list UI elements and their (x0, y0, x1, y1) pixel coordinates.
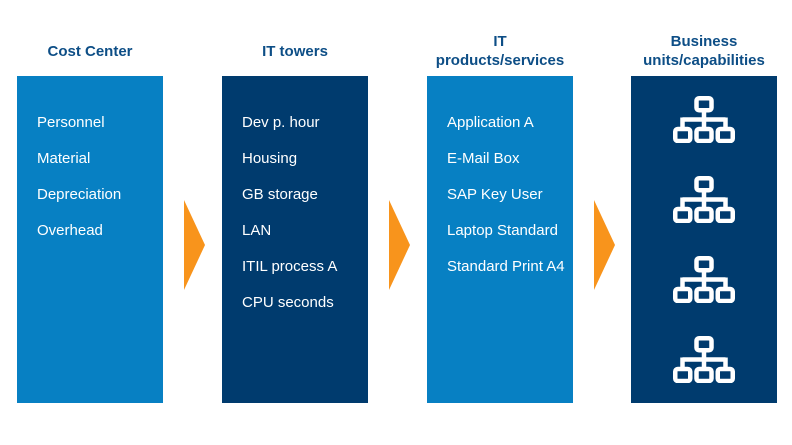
list-item: Personnel (37, 113, 105, 131)
column-header-cost-center: Cost Center (0, 30, 180, 72)
header-line: IT (493, 33, 507, 50)
list-item: E-Mail Box (447, 149, 520, 167)
header-line: products/services (435, 52, 565, 69)
column-it-towers: Dev p. hour Housing GB storage LAN ITIL … (222, 76, 368, 403)
business-unit-item (673, 255, 735, 303)
column-header-business-units: Business units/capabilities (614, 30, 792, 72)
header-line: Business (670, 33, 738, 50)
flow-arrow-right-icon (594, 200, 615, 290)
list-item: Application A (447, 113, 534, 131)
list-item: Laptop Standard (447, 221, 558, 239)
business-unit-icon-list (631, 76, 777, 403)
list-item: ITIL process A (242, 257, 338, 275)
list-item: Housing (242, 149, 298, 167)
list-item: GB storage (242, 185, 318, 203)
business-unit-item (673, 335, 735, 383)
header-line: Cost Center (47, 42, 133, 60)
org-chart-icon (673, 96, 735, 144)
list-item: Standard Print A4 (447, 257, 565, 275)
column-business-units (631, 76, 777, 403)
header-line: units/capabilities (643, 52, 765, 69)
it-products-item-list: Application A E-Mail Box SAP Key User La… (427, 76, 573, 284)
org-chart-icon (673, 255, 735, 303)
column-header-it-products-services: IT products/services (410, 30, 590, 72)
list-item: Dev p. hour (242, 113, 320, 131)
list-item: SAP Key User (447, 185, 543, 203)
column-it-products-services: Application A E-Mail Box SAP Key User La… (427, 76, 573, 403)
list-item: Overhead (37, 221, 103, 239)
column-header-it-towers: IT towers (205, 30, 385, 72)
org-chart-icon (673, 335, 735, 383)
flow-arrow-right-icon (389, 200, 410, 290)
column-cost-center: Personnel Material Depreciation Overhead (17, 76, 163, 403)
business-unit-item (673, 96, 735, 144)
list-item: LAN (242, 221, 272, 239)
cost-center-item-list: Personnel Material Depreciation Overhead (17, 76, 163, 248)
org-chart-icon (673, 176, 735, 224)
list-item: CPU seconds (242, 293, 334, 311)
list-item: Material (37, 149, 91, 167)
flow-arrow-right-icon (184, 200, 205, 290)
business-unit-item (673, 176, 735, 224)
header-line: IT towers (262, 42, 328, 60)
list-item: Depreciation (37, 185, 122, 203)
it-towers-item-list: Dev p. hour Housing GB storage LAN ITIL … (222, 76, 368, 320)
